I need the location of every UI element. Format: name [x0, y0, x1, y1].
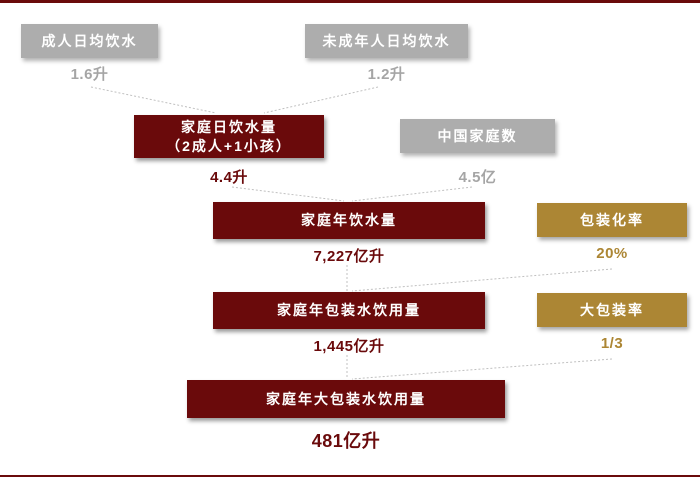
value-packaging-rate: 20% [596, 245, 628, 262]
value-household-annual-water: 7,227亿升 [313, 248, 385, 265]
node-label: 未成年人日均饮水 [322, 32, 451, 49]
node-china-households: 中国家庭数 [400, 119, 555, 153]
top-divider-rule [0, 0, 700, 3]
node-minor-daily-water: 未成年人日均饮水 [305, 24, 468, 58]
node-packaging-rate: 包装化率 [537, 203, 687, 237]
value-household-daily-water: 4.4升 [210, 169, 248, 186]
node-label: 包装化率 [580, 211, 644, 228]
value-minor-daily-water: 1.2升 [367, 66, 406, 83]
node-household-annual-packaged-water: 家庭年包装水饮用量 [213, 292, 485, 329]
node-label: 中国家庭数 [437, 127, 518, 144]
value-household-annual-large-packaged-water: 481亿升 [311, 431, 381, 451]
value-large-package-rate: 1/3 [600, 335, 624, 352]
node-label: 家庭年大包装水饮用量 [266, 390, 426, 407]
value-household-annual-packaged-water: 1,445亿升 [313, 338, 385, 355]
connector-households-to-annual [351, 186, 473, 202]
node-household-annual-large-packaged-water: 家庭年大包装水饮用量 [187, 380, 505, 418]
node-label: 大包装率 [580, 301, 644, 318]
node-label: 家庭日饮水量 [181, 119, 277, 136]
value-adult-daily-water: 1.6升 [70, 66, 109, 83]
connector-largerate-to-large [351, 358, 613, 380]
node-adult-daily-water: 成人日均饮水 [21, 24, 158, 58]
bottom-divider-rule [0, 475, 700, 477]
node-label: 家庭年饮水量 [301, 212, 397, 229]
node-large-package-rate: 大包装率 [537, 293, 687, 327]
node-label: 家庭年包装水饮用量 [277, 302, 421, 319]
connector-adult-to-daily [90, 86, 217, 114]
connector-minor-to-daily [263, 86, 379, 114]
value-china-households: 4.5亿 [458, 169, 497, 186]
node-household-annual-water: 家庭年饮水量 [213, 202, 485, 239]
node-household-daily-water: 家庭日饮水量 （2成人+1小孩） [134, 115, 324, 158]
node-sublabel: （2成人+1小孩） [166, 137, 292, 154]
node-label: 成人日均饮水 [41, 32, 138, 49]
connector-pkgrate-to-packaged [351, 268, 613, 292]
connector-daily-to-annual [231, 186, 345, 202]
